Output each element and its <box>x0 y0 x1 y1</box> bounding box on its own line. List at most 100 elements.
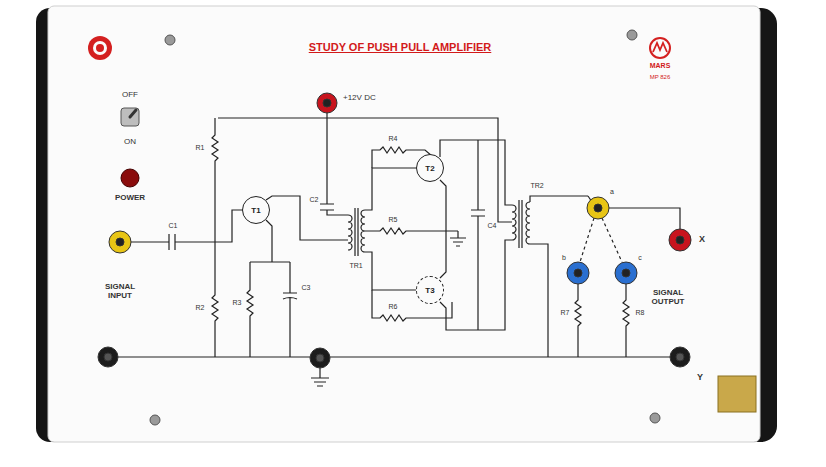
panel-label: Y <box>696 373 704 383</box>
panel-label: MARS <box>649 62 672 70</box>
wires-part <box>247 262 253 357</box>
wires <box>108 110 680 386</box>
panel-label: SIGNAL OUTPUT <box>639 289 697 307</box>
jack-sockets-part <box>317 93 337 113</box>
jack-sockets-part <box>587 197 609 219</box>
wires-part <box>266 220 272 262</box>
panel-label: C3 <box>301 284 312 292</box>
wires-part <box>348 215 352 250</box>
power-switch-part <box>121 169 139 187</box>
wires-part <box>530 244 548 357</box>
panel-label: R2 <box>195 304 206 312</box>
jack-sockets-part <box>109 231 131 253</box>
wires-part <box>440 180 446 231</box>
jack-sockets-part <box>116 238 124 246</box>
jack-sockets-part <box>615 262 637 284</box>
wires-part <box>212 118 218 357</box>
logos-part <box>93 41 107 55</box>
panel-label: R3 <box>232 299 243 307</box>
panel-title: STUDY OF PUSH PULL AMPLIFIER <box>308 41 493 53</box>
wires-part <box>355 208 358 256</box>
panel-label: R1 <box>195 144 206 152</box>
wires-part <box>320 118 348 215</box>
transistor-label: T2 <box>425 164 434 173</box>
wires-part <box>471 140 485 330</box>
jack-sockets-part <box>669 229 691 251</box>
panel-label: MP 826 <box>649 74 672 81</box>
gold-sticker-part <box>718 376 756 412</box>
wires-part <box>131 241 169 242</box>
jack-sockets-part <box>104 353 112 361</box>
wires-part <box>250 261 290 262</box>
jack-sockets-part <box>98 347 118 367</box>
wires-part <box>519 200 522 248</box>
panel-label: R7 <box>560 309 571 317</box>
screws <box>150 30 660 425</box>
wires-part <box>175 210 244 242</box>
wires-part <box>512 205 516 240</box>
jack-sockets-part <box>594 204 602 212</box>
panel-label: a <box>609 188 615 196</box>
logos-part <box>650 38 670 58</box>
wires-part <box>580 218 622 262</box>
wires-part <box>169 234 175 250</box>
wires-part <box>361 210 365 252</box>
panel-label: c <box>637 254 643 262</box>
wires-part <box>440 140 512 205</box>
transistor-symbol: T3 <box>416 276 444 304</box>
panel-label: R8 <box>635 309 646 317</box>
transistor-label: T3 <box>425 286 434 295</box>
gold-sticker <box>718 376 756 412</box>
panel-label: +12V DC <box>342 94 377 103</box>
panel-label: OFF <box>121 91 139 100</box>
screws-part <box>165 35 175 45</box>
panel-label: TR2 <box>529 182 544 190</box>
panel-label: R4 <box>388 135 399 143</box>
power-switch-part <box>130 110 136 117</box>
wires-part <box>108 356 680 357</box>
wires-part <box>450 231 466 246</box>
power-switch <box>121 108 139 187</box>
wires-part <box>608 208 680 230</box>
panel-label: TR1 <box>348 262 363 270</box>
panel-label: POWER <box>114 194 146 203</box>
logos-part <box>88 36 112 60</box>
screws-part <box>150 415 160 425</box>
wires-part <box>283 262 297 357</box>
screws-part <box>650 413 660 423</box>
panel-label: X <box>698 235 706 245</box>
wires-part <box>365 228 458 234</box>
wires-part <box>311 368 329 386</box>
wires-part <box>530 196 588 202</box>
jack-sockets-part <box>310 348 330 368</box>
wires-part <box>623 284 629 357</box>
jack-sockets-part <box>567 262 589 284</box>
jack-sockets-part <box>676 236 684 244</box>
power-switch-part <box>121 108 139 126</box>
jack-sockets-part <box>323 99 331 107</box>
panel-label: R6 <box>388 303 399 311</box>
panel-label: C2 <box>309 196 320 204</box>
panel-body-part <box>48 6 760 442</box>
logos-part <box>96 44 104 52</box>
panel-label: ON <box>123 138 137 147</box>
jack-sockets-part <box>676 353 684 361</box>
panel-label: SIGNAL INPUT <box>94 283 146 301</box>
screws-part <box>627 30 637 40</box>
jack-sockets-part <box>574 269 582 277</box>
wires-part <box>365 252 418 290</box>
jack-sockets-part <box>670 347 690 367</box>
panel-label: R5 <box>388 216 399 224</box>
jack-sockets-part <box>622 269 630 277</box>
panel-label: C1 <box>168 222 179 230</box>
panel-label: b <box>561 254 567 262</box>
jack-sockets-part <box>316 354 324 362</box>
wires-part <box>266 196 348 240</box>
transistor-symbol: T1 <box>242 196 270 224</box>
transistor-symbol: T2 <box>416 154 444 182</box>
logos-part <box>653 43 667 52</box>
